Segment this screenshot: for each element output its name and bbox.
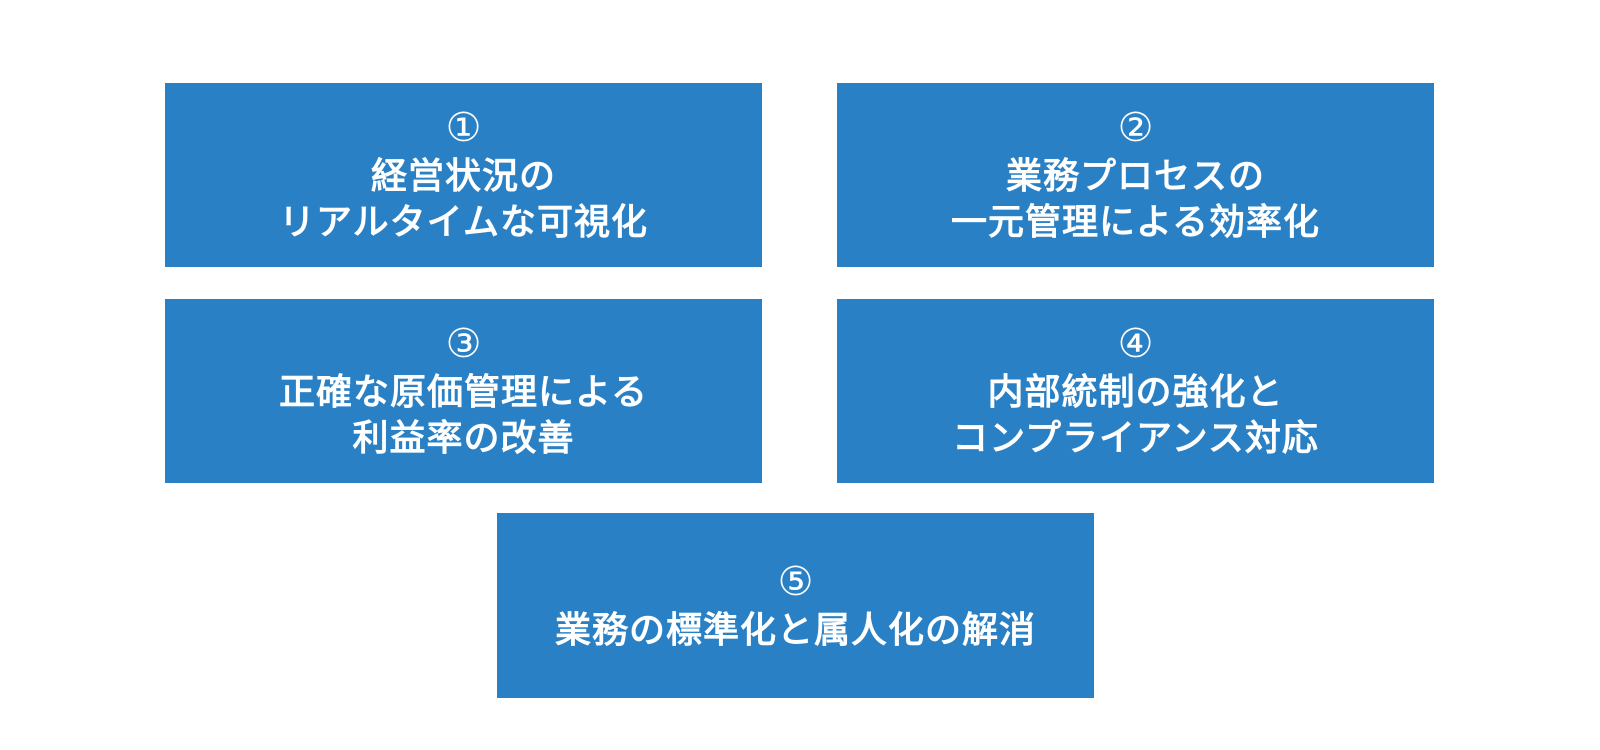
benefit-card-4: ④ 内部統制の強化と コンプライアンス対応 bbox=[837, 299, 1434, 483]
benefit-text-line: 内部統制の強化と bbox=[987, 371, 1284, 413]
benefit-text-line: コンプライアンス対応 bbox=[952, 417, 1319, 458]
benefit-card-1: ① 経営状況の リアルタイムな可視化 bbox=[165, 83, 762, 267]
benefit-text-line: 業務の標準化と属人化の解消 bbox=[554, 608, 1036, 650]
benefit-text-line: 経営状況の bbox=[370, 155, 556, 197]
benefit-card-3: ③ 正確な原価管理による 利益率の改善 bbox=[165, 299, 762, 483]
benefit-text-line: リアルタイムな可視化 bbox=[279, 201, 648, 242]
benefit-card-2: ② 業務プロセスの 一元管理による効率化 bbox=[837, 83, 1434, 267]
benefit-number-1: ① bbox=[445, 106, 482, 151]
benefit-number-3: ③ bbox=[445, 322, 482, 367]
benefit-number-2: ② bbox=[1117, 106, 1154, 151]
benefit-text-line: 一元管理による効率化 bbox=[951, 201, 1320, 242]
benefit-text-line: 正確な原価管理による bbox=[279, 371, 648, 413]
benefit-card-5: ⑤ 業務の標準化と属人化の解消 bbox=[497, 513, 1094, 698]
benefit-text-line: 業務プロセスの bbox=[1005, 155, 1265, 197]
benefit-text-line: 利益率の改善 bbox=[352, 417, 575, 458]
benefit-number-5: ⑤ bbox=[777, 559, 814, 604]
benefit-number-4: ④ bbox=[1117, 322, 1154, 367]
